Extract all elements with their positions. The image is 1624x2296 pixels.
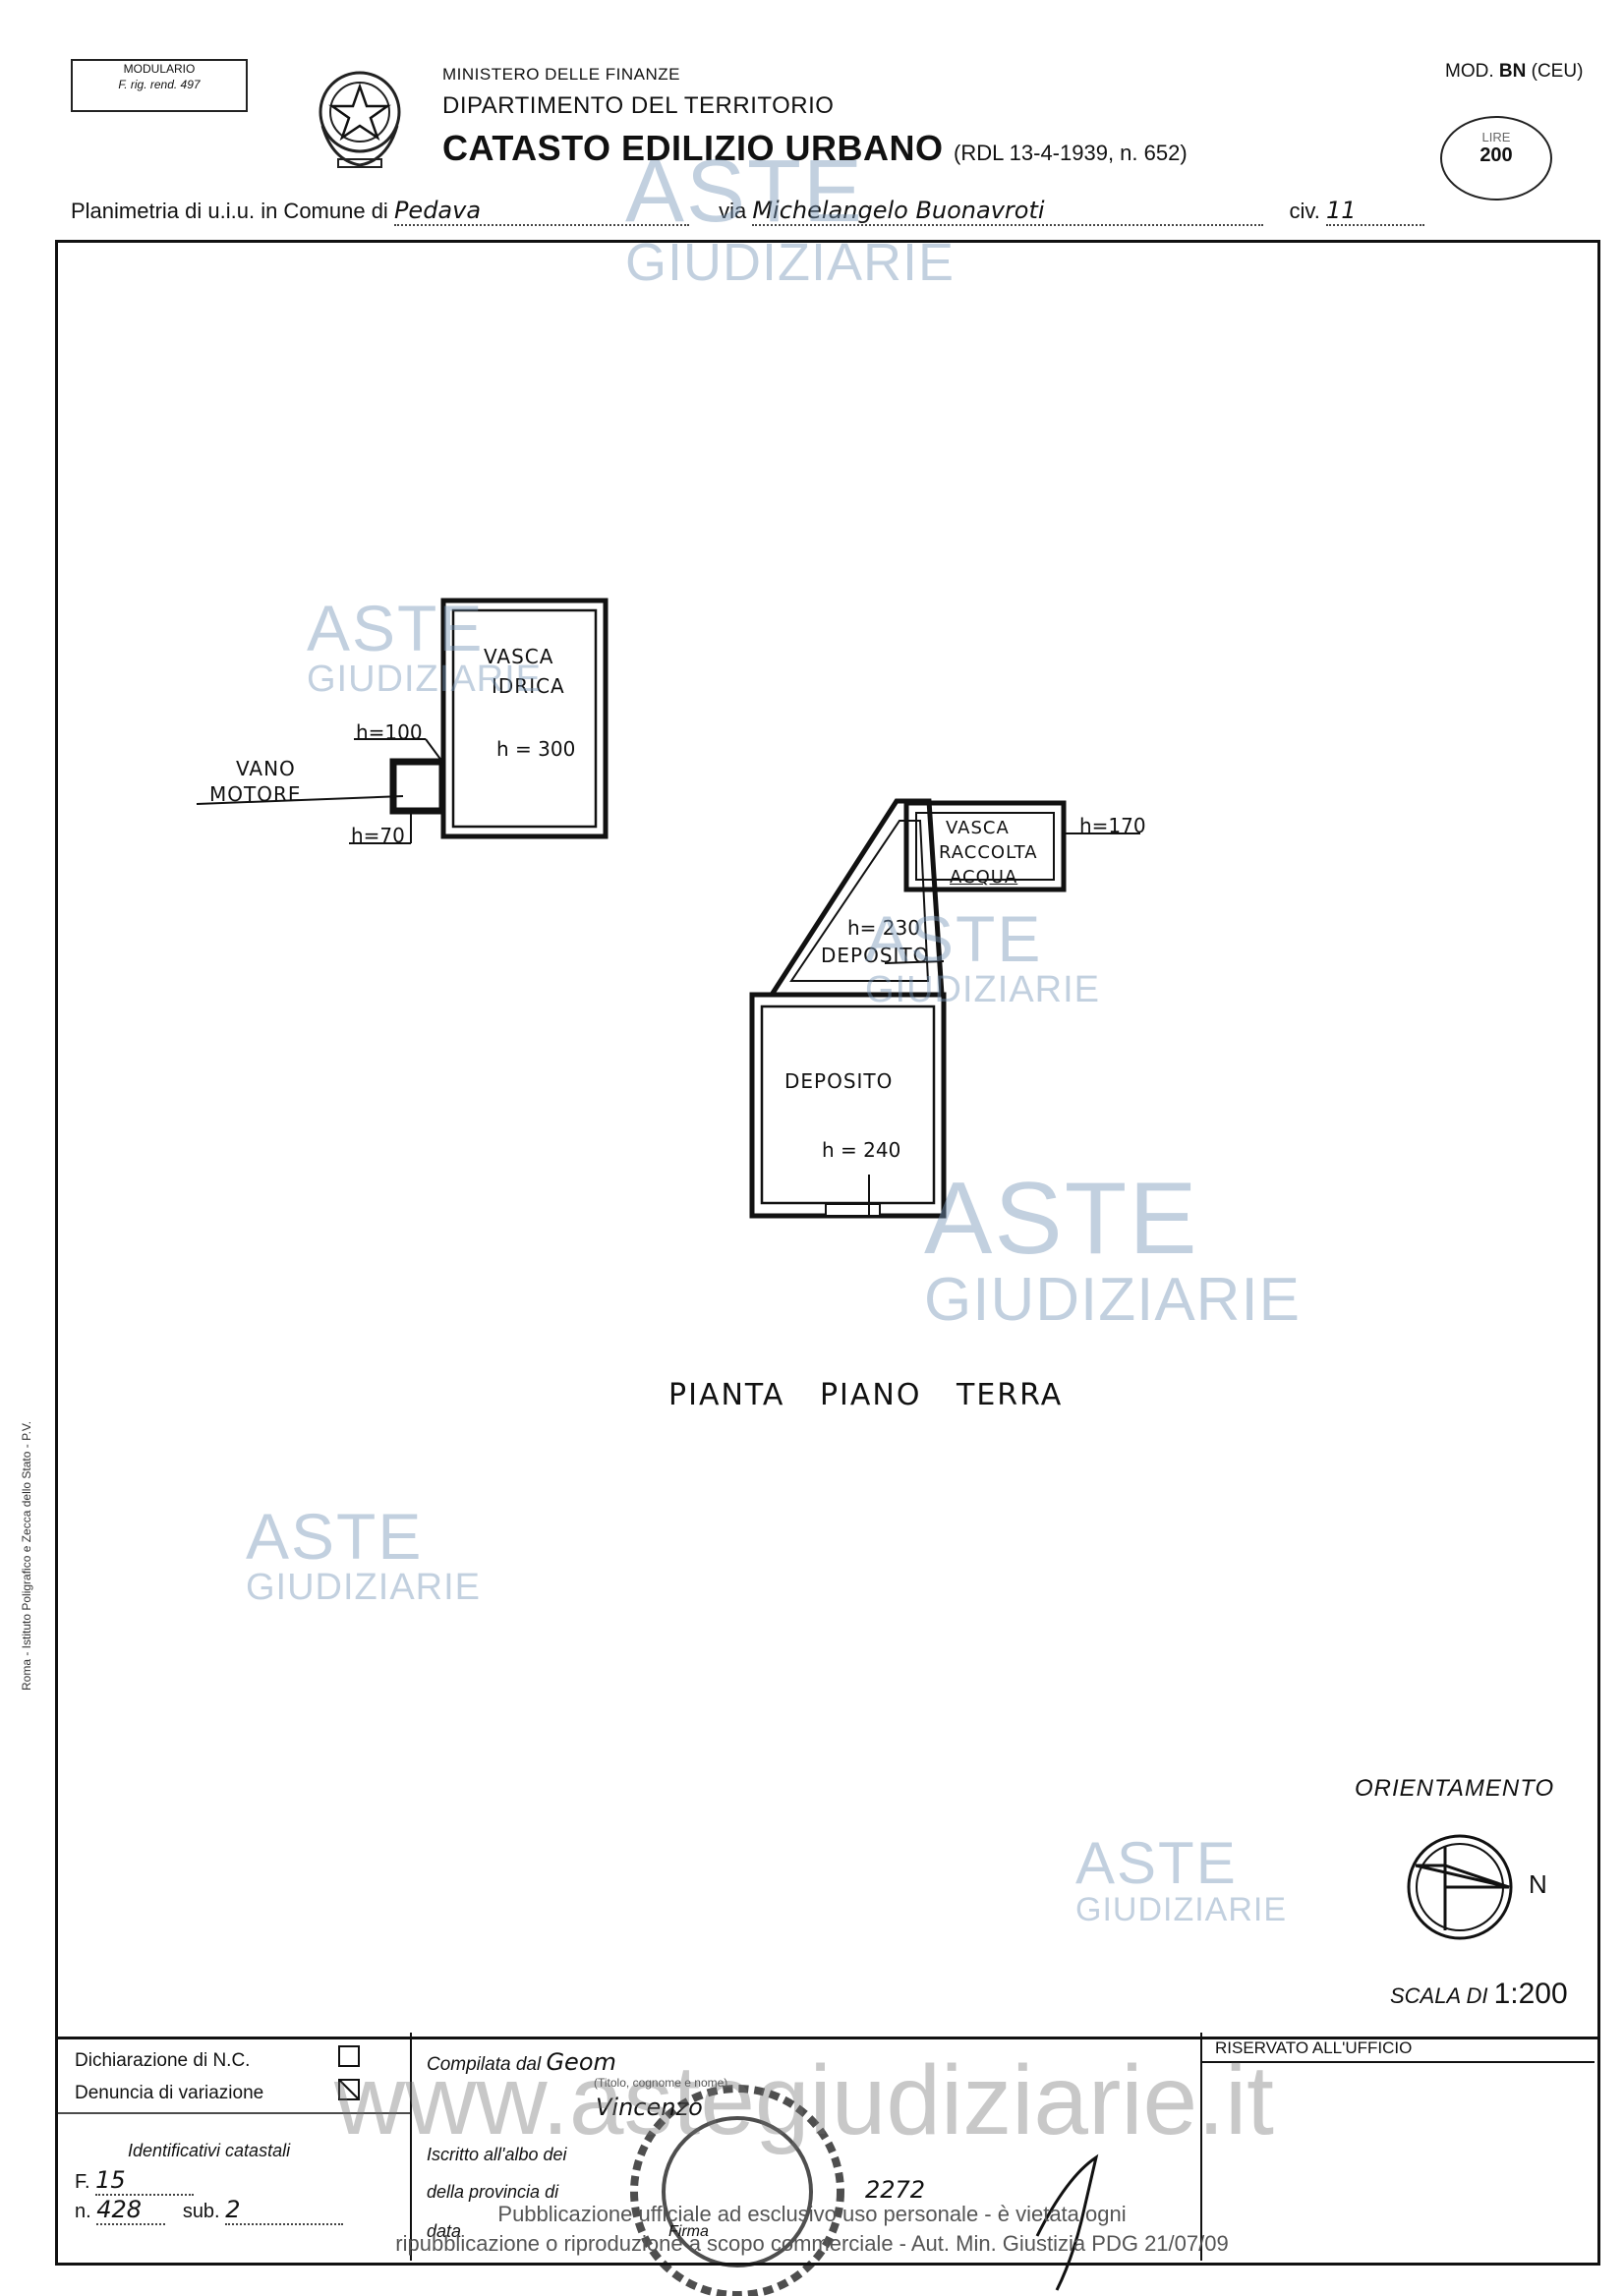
mod-bn: BN <box>1498 61 1527 82</box>
vasca-idrica-room <box>440 598 609 839</box>
vasca-raccolta-room <box>903 800 1140 892</box>
mod-code: MOD. BN (CEU) <box>1445 61 1583 83</box>
via-value: Michelangelo Buonavroti <box>752 197 1045 224</box>
h230-label: h= 230 <box>847 916 920 940</box>
plan-title: PIANTA PIANO TERRA <box>668 1378 1064 1412</box>
watermark-mid: ASTE GIUDIZIARIE <box>865 902 1101 1010</box>
official-stamp-icon <box>630 2085 844 2296</box>
provincia-label: della provincia di <box>427 2182 559 2202</box>
comune-value: Pedava <box>393 197 482 224</box>
watermark-top: ASTE GIUDIZIARIE <box>625 143 956 292</box>
site-watermark: www.astegiudiziarie.it <box>334 2045 1274 2155</box>
republic-emblem-icon <box>319 71 401 168</box>
mod-suffix: (CEU) <box>1531 61 1584 82</box>
n-value: 428 <box>96 2196 166 2225</box>
data-label: data <box>427 2221 462 2241</box>
publication-line-2: ripubblicazione o riproduzione a scopo c… <box>395 2231 1229 2256</box>
vasca-raccolta-label-1: VASCA <box>946 818 1010 838</box>
compilata-value: Geom <box>546 2048 616 2076</box>
firma-label: Firma <box>668 2223 709 2240</box>
catasto-label: CATASTO EDILIZIO URBANO <box>442 128 944 168</box>
modulario-box: MODULARIO F. rig. rend. 497 <box>71 59 248 112</box>
footer-grid <box>55 2033 1595 2261</box>
modulario-sub: F. rig. rend. 497 <box>118 78 201 91</box>
n-sub-field: n. 428 sub. 2 <box>75 2196 344 2225</box>
deposito-big-label: DEPOSITO <box>784 1069 894 1093</box>
dipartimento-label: DIPARTIMENTO DEL TERRITORIO <box>442 92 835 119</box>
scale: SCALA DI 1:200 <box>1390 1978 1568 2011</box>
orientamento-label: ORIENTAMENTO <box>1355 1775 1555 1802</box>
scala-value: 1:200 <box>1493 1978 1568 2010</box>
civ-label: civ. <box>1289 199 1320 223</box>
drawing-frame <box>55 240 1600 2039</box>
vasca-raccolta-label-3: ACQUA <box>950 867 1018 888</box>
f-field: F. 15 <box>75 2166 195 2196</box>
vasca-idrica-label-2: IDRICA <box>492 674 565 698</box>
identificativi-label: Identificativi catastali <box>128 2141 291 2160</box>
h70-label: h=70 <box>351 824 405 847</box>
catasto-title: CATASTO EDILIZIO URBANO (RDL 13-4-1939, … <box>442 128 1188 169</box>
mod-prefix: MOD. <box>1445 61 1494 82</box>
watermark-large: ASTE GIUDIZIARIE <box>924 1162 1302 1334</box>
north-arrow-icon <box>1407 1834 1513 1940</box>
lire-stamp: LIRE 200 <box>1440 116 1552 201</box>
watermark-lower-right: ASTE GIUDIZIARIE <box>1075 1830 1288 1928</box>
deposito-room <box>749 992 947 1219</box>
iscritto-label: Iscritto all'albo dei <box>427 2145 567 2164</box>
via-label: via <box>719 199 747 223</box>
compilata-field: Compilata dal Geom <box>427 2048 616 2076</box>
footer-box <box>55 2033 1600 2266</box>
north-label: N <box>1529 1869 1547 1899</box>
civ-value: 11 <box>1325 197 1357 224</box>
vasca-raccolta-label-2: RACCOLTA <box>939 842 1038 863</box>
modulario-label: MODULARIO <box>123 62 196 76</box>
plan-prefix: Planimetria di u.i.u. in Comune di <box>71 199 388 223</box>
numero-value: 2272 <box>865 2176 926 2204</box>
motore-label: MOTORE <box>209 782 302 806</box>
publication-line-1: Pubblicazione ufficiale ad esclusivo uso… <box>497 2202 1127 2226</box>
vano-label: VANO <box>236 757 296 780</box>
vasca-idrica-label-1: VASCA <box>484 645 554 668</box>
f-value: 15 <box>95 2166 195 2196</box>
signature-mark <box>1035 2153 1099 2291</box>
h240-label: h = 240 <box>822 1138 901 1162</box>
h100-label: h=100 <box>356 720 423 744</box>
lire-value: 200 <box>1479 144 1513 166</box>
dichiarazione-label: Dichiarazione di N.C. <box>75 2050 251 2071</box>
plan-line: Planimetria di u.i.u. in Comune di Pedav… <box>71 197 1595 230</box>
scala-label: SCALA DI <box>1390 1983 1488 2008</box>
denuncia-label: Denuncia di variazione <box>75 2083 264 2103</box>
ministero-label: MINISTERO DELLE FINANZE <box>442 65 680 84</box>
riservato-label: RISERVATO ALL'UFFICIO <box>1215 2038 1413 2057</box>
watermark-lower-left: ASTE GIUDIZIARIE <box>246 1500 482 1608</box>
deposito-small-label: DEPOSITO <box>821 944 930 967</box>
rdl-label: (RDL 13-4-1939, n. 652) <box>954 141 1188 165</box>
titolo-caption: (Titolo, cognome e nome) <box>594 2076 728 2090</box>
watermark-left: ASTE GIUDIZIARIE <box>307 592 543 700</box>
vano-motore-room <box>196 738 446 844</box>
sub-value: 2 <box>225 2196 344 2225</box>
h170-label: h=170 <box>1079 814 1146 837</box>
lire-label: LIRE <box>1481 130 1511 144</box>
h300-label: h = 300 <box>496 737 576 761</box>
nome-value: Vincenzo <box>596 2094 703 2121</box>
